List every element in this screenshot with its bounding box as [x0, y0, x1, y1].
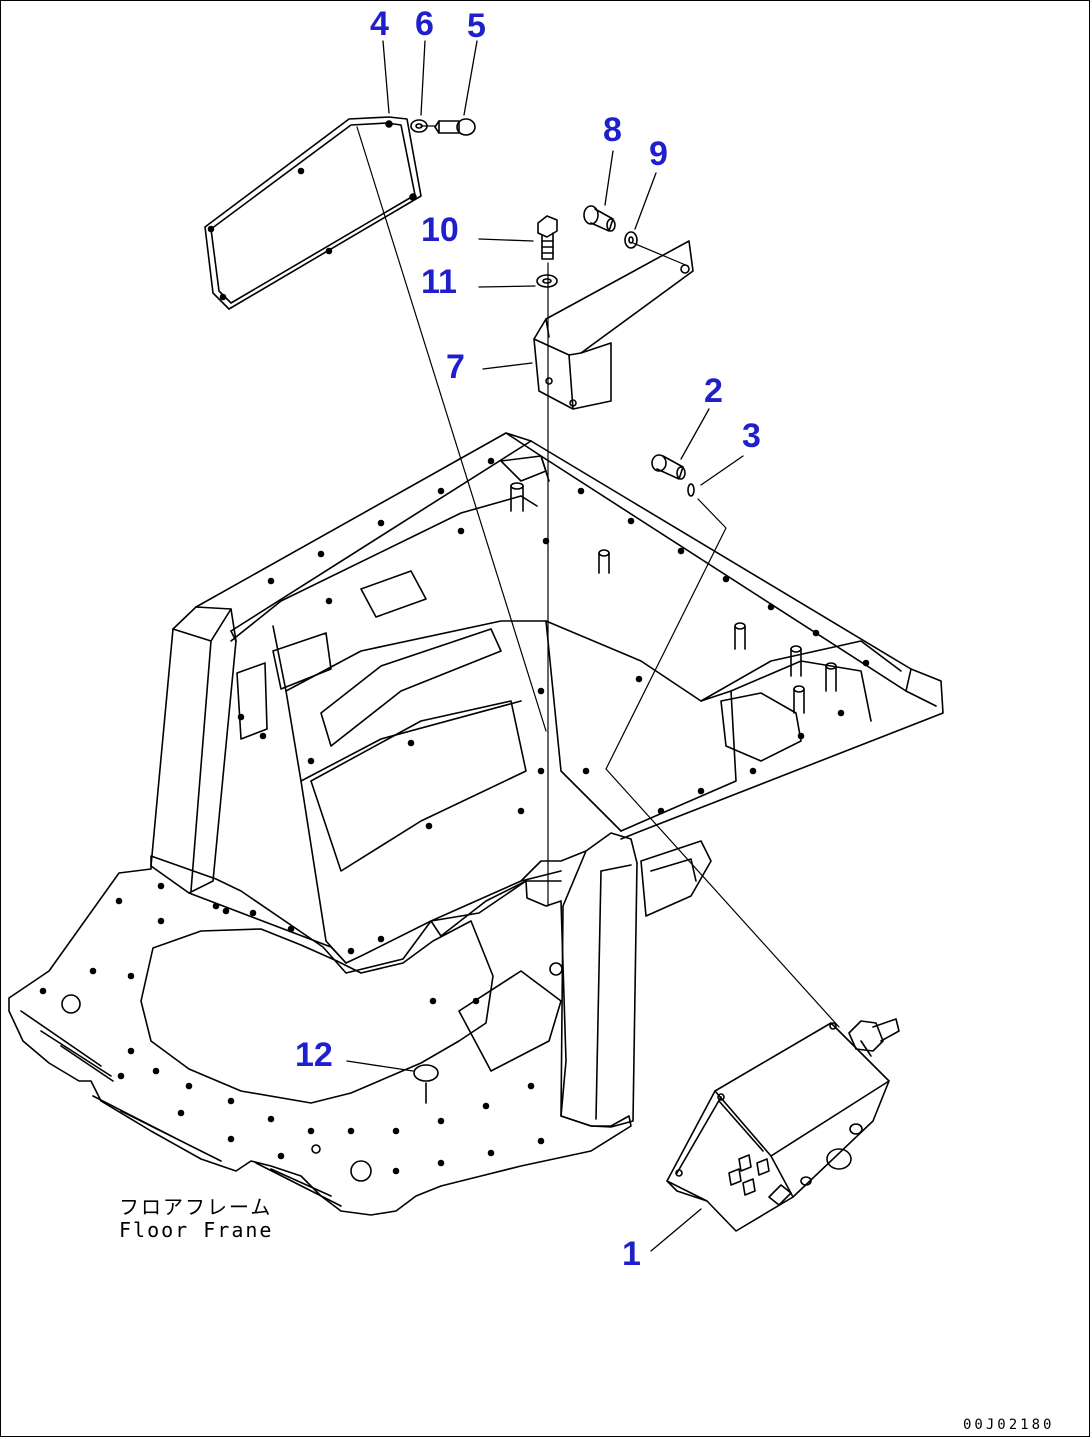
callout-10: 10 [421, 211, 459, 249]
drawing-code: 00J02180 [963, 1417, 1055, 1433]
floor-frame-holes [39, 882, 545, 1175]
part-11-washer [536, 274, 558, 288]
part-8-bolt [583, 205, 616, 232]
floor-frame [8, 855, 632, 1216]
callout-8: 8 [603, 111, 622, 149]
part-12-plug [413, 1064, 439, 1104]
leader-lines [346, 40, 744, 1252]
part-10-bolt [537, 215, 558, 260]
callout-6: 6 [415, 5, 434, 43]
callout-11: 11 [421, 263, 457, 301]
callout-2: 2 [704, 372, 723, 410]
callout-12: 12 [295, 1036, 333, 1074]
callout-9: 9 [649, 135, 668, 173]
part-1-control-box [666, 1018, 900, 1232]
callout-3: 3 [742, 417, 761, 455]
callout-5: 5 [467, 7, 486, 45]
center-lines [356, 125, 840, 1028]
caption-japanese: フロアフレーム [119, 1195, 273, 1219]
part-5-bolt [434, 118, 476, 136]
part-9-washer [624, 231, 638, 249]
callout-4: 4 [370, 5, 389, 43]
floor-frame-caption: フロアフレーム Floor Frane [119, 1196, 273, 1242]
caption-english: Floor Frane [119, 1218, 274, 1242]
callout-1: 1 [622, 1235, 641, 1273]
part-3-washer [687, 483, 695, 497]
callout-7: 7 [446, 348, 465, 386]
cab-frame [150, 432, 944, 1128]
part-4-cover-panel [204, 116, 422, 310]
part-2-bolt [651, 454, 686, 480]
part-7-bracket [533, 240, 694, 410]
cab-frame-holes [222, 457, 870, 955]
